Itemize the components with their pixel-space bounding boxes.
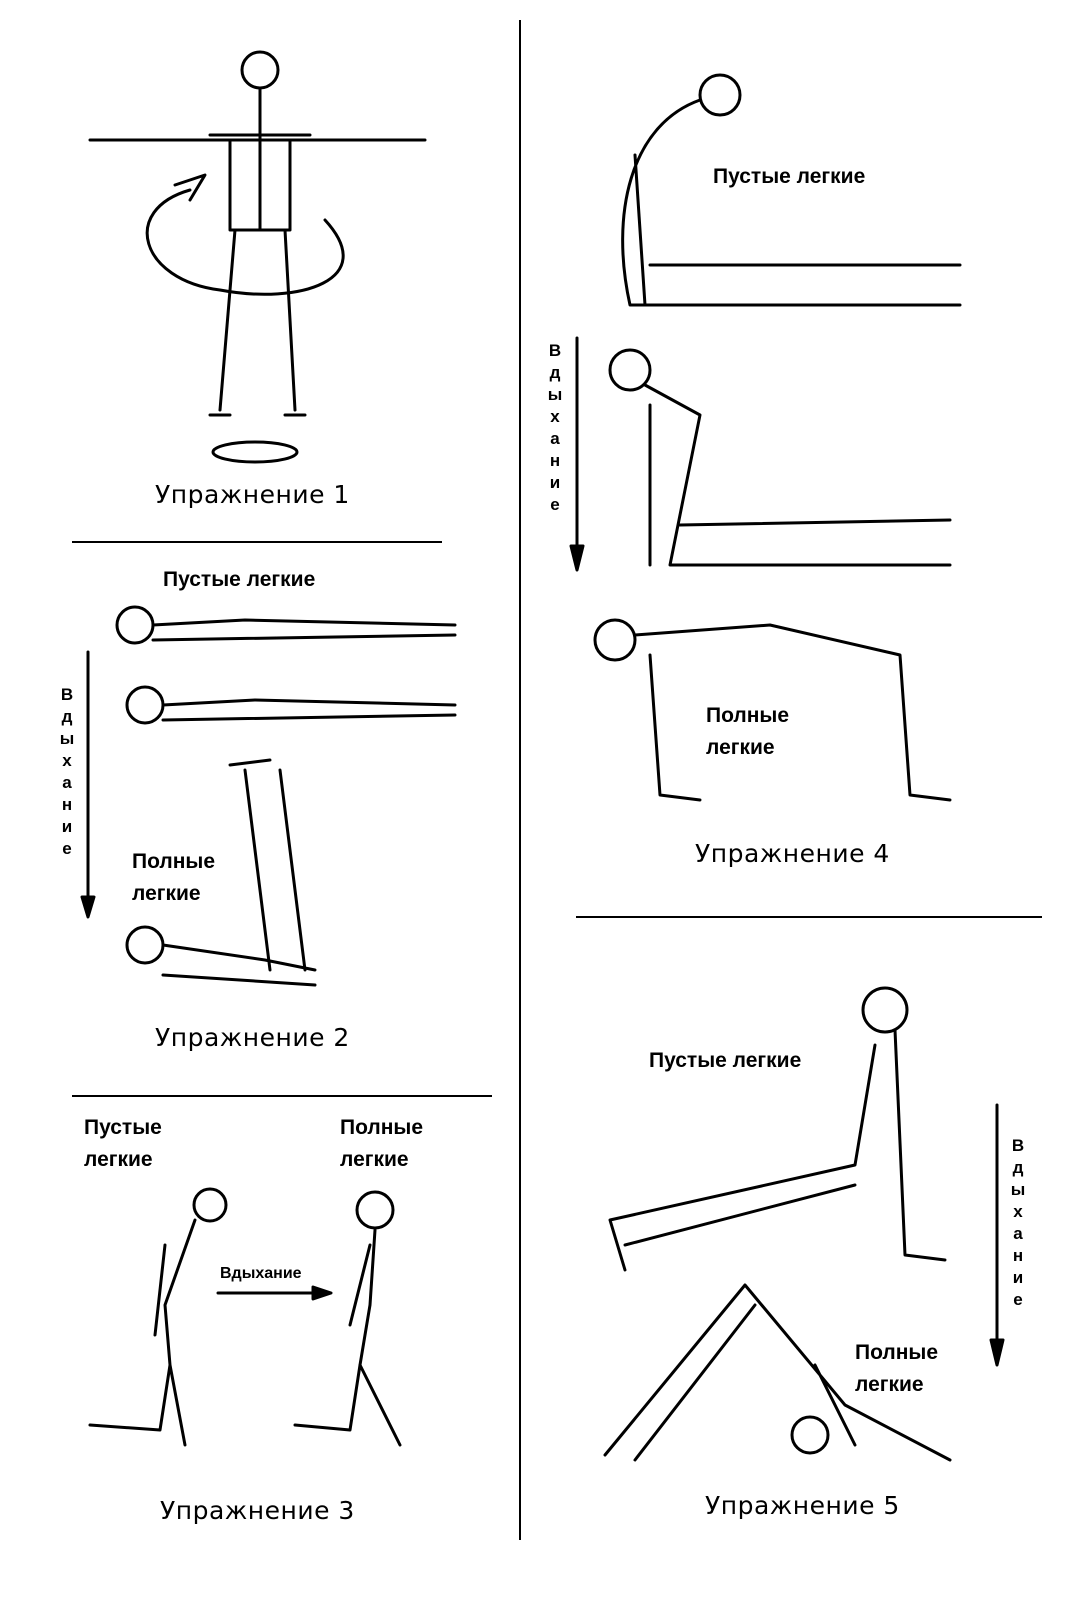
- empty-lungs-label: Пустые легкие: [163, 568, 316, 591]
- section-divider: [72, 541, 442, 543]
- exercise-1-caption: Упражнение 1: [155, 480, 350, 509]
- down-arrow-icon: [989, 1103, 1005, 1367]
- full-lungs-line2: легкие: [340, 1148, 409, 1171]
- right-arrow-icon: [216, 1285, 333, 1301]
- full-lungs-label: Полные легкие: [132, 846, 215, 910]
- kneeling-figures: [88, 1187, 402, 1447]
- empty-lungs-label: Пустые легкие: [713, 165, 866, 188]
- full-lungs-line1: Полные: [855, 1341, 939, 1364]
- full-lungs-line2: легкие: [706, 736, 775, 759]
- down-arrow-icon: [80, 650, 96, 919]
- cobra-dog-figures: [603, 986, 952, 1462]
- full-lungs-label: Полные легкие: [706, 700, 789, 764]
- full-lungs-line1: Полные: [132, 850, 216, 873]
- exercise-4-caption: Упражнение 4: [695, 839, 890, 868]
- full-lungs-line2: легкие: [855, 1373, 924, 1396]
- lying-figures: [115, 605, 457, 987]
- full-lungs-line2: легкие: [132, 882, 201, 905]
- standing-spin-figure: [88, 50, 427, 464]
- full-lungs-label: Полные легкие: [855, 1337, 938, 1401]
- seated-bridge-figures: [593, 73, 962, 802]
- full-lungs-line1: Полные: [340, 1116, 424, 1139]
- down-arrow-icon: [569, 336, 585, 572]
- empty-lungs-label: Пустые легкие: [649, 1049, 802, 1072]
- inhale-vertical-label: Вдыхание: [547, 341, 563, 514]
- exercise-2-caption: Упражнение 2: [155, 1023, 350, 1052]
- empty-lungs-label: Пустые легкие: [84, 1112, 162, 1176]
- section-divider: [72, 1095, 492, 1097]
- empty-lungs-line2: легкие: [84, 1148, 153, 1171]
- inhale-label: Вдыхание: [220, 1265, 302, 1282]
- exercise-5-caption: Упражнение 5: [705, 1491, 900, 1520]
- empty-lungs-line1: Пустые: [84, 1116, 162, 1139]
- inhale-vertical-label: Вдыхание: [59, 685, 75, 858]
- section-divider: [576, 916, 1042, 918]
- full-lungs-label: Полные легкие: [340, 1112, 423, 1176]
- column-divider: [519, 20, 521, 1540]
- inhale-vertical-label: Вдыхание: [1010, 1136, 1026, 1309]
- exercise-3-caption: Упражнение 3: [160, 1496, 355, 1525]
- full-lungs-line1: Полные: [706, 704, 790, 727]
